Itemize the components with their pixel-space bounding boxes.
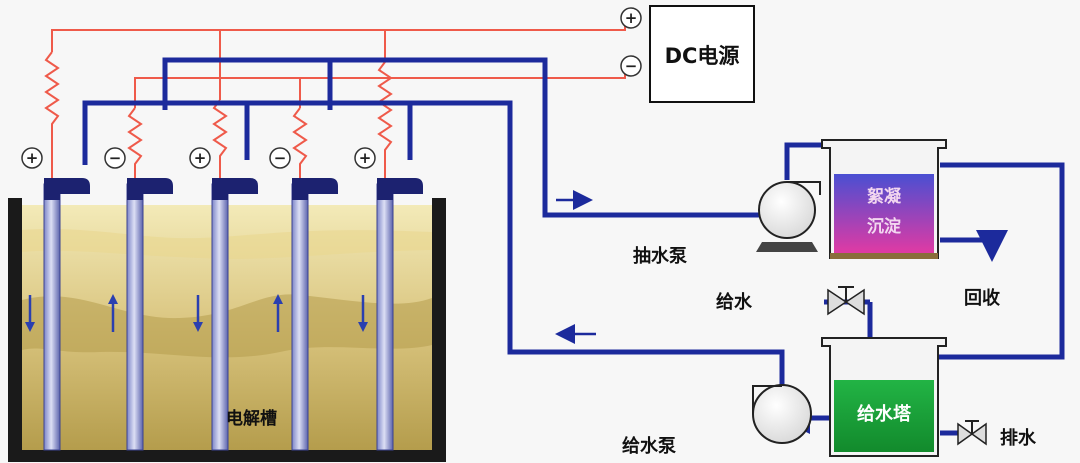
feed-water-tower: 给水塔 [821, 337, 947, 457]
electrode-polarity-symbols: + − + − + [21, 147, 376, 169]
recovery-label: 回收 [964, 287, 1000, 309]
coagulation-label-line1: 絮凝 [867, 186, 902, 207]
electrode-polarity-symbol: + [26, 149, 39, 167]
suction-pump [756, 181, 821, 252]
electrolytic-tank-label: 电解槽 [226, 408, 277, 429]
electrode-polarity-symbol: + [194, 149, 207, 167]
electrode-5 [358, 178, 423, 451]
electrode-polarity-icon [104, 147, 126, 169]
electrode-polarity-symbol: + [359, 149, 372, 167]
flow-up-arrow-icon [273, 294, 283, 332]
electrode-polarity-icon [21, 147, 43, 169]
flow-down-arrow-icon [358, 295, 368, 332]
electrode-polarity-icon [354, 147, 376, 169]
flow-up-arrow-icon [108, 294, 118, 332]
power-plus-terminal-icon [620, 7, 642, 29]
electrodes [25, 178, 423, 451]
positive-wiring [44, 17, 640, 178]
dc-power-supply: DC电源 + − [620, 5, 755, 103]
flow-down-arrow-icon [193, 295, 203, 332]
electrode-4 [273, 178, 338, 451]
feed-water-label: 给水 [716, 291, 753, 313]
dc-power-label: DC电源 [665, 44, 740, 68]
feed-water-pump [752, 384, 812, 444]
coagulation-tank: 絮凝 沉淀 [821, 139, 947, 259]
feed-pump-label: 给水泵 [622, 435, 676, 457]
drain-label: 排水 [1000, 427, 1037, 449]
electrode-polarity-icon [189, 147, 211, 169]
electrode-1 [25, 178, 90, 451]
electrode-polarity-symbol: − [274, 149, 287, 167]
feed-water-valve-icon [827, 286, 865, 316]
electrode-2 [108, 178, 173, 451]
power-plus-symbol: + [625, 9, 638, 27]
suction-pump-label: 抽水泵 [633, 245, 687, 267]
electrode-polarity-icon [269, 147, 291, 169]
electrode-polarity-symbol: − [109, 149, 122, 167]
electrode-3 [193, 178, 258, 451]
coagulation-label-line2: 沉淀 [867, 216, 902, 237]
drain-valve-icon [957, 420, 987, 446]
power-minus-symbol: − [625, 57, 638, 75]
feed-tower-label: 给水塔 [857, 403, 912, 425]
power-minus-terminal-icon [620, 55, 642, 77]
flow-down-arrow-icon [25, 295, 35, 332]
